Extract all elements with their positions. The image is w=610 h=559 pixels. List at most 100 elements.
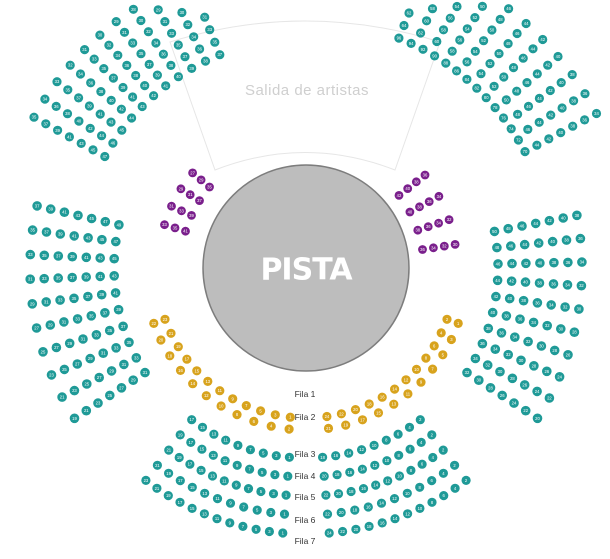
seat-lower-right-side-row3-28[interactable]: 28 [485, 383, 496, 393]
seat-purple-right-row3-38[interactable]: 38 [411, 177, 421, 187]
seat-lower-left-side-row5-39[interactable]: 39 [55, 229, 66, 239]
seat-circle[interactable] [358, 484, 369, 494]
seat-lower-right-front-row4-20[interactable]: 20 [336, 507, 346, 518]
seat-lower-left-side-row2-43[interactable]: 43 [95, 253, 105, 263]
seat-purple-right-row3-34[interactable]: 34 [434, 218, 443, 228]
seat-circle[interactable] [182, 354, 192, 364]
seat-circle[interactable] [411, 364, 422, 374]
seat-circle[interactable] [285, 412, 295, 422]
seat-circle[interactable] [105, 390, 115, 401]
seat-lower-right-side-row6-32[interactable]: 32 [560, 302, 570, 312]
seat-lower-right-front-row5-14[interactable]: 14 [390, 514, 400, 524]
seat-lower-left-front-row1-3[interactable]: 3 [271, 451, 281, 461]
seat-lower-left-side-row7-33[interactable]: 33 [25, 249, 36, 260]
seat-upper-left-row7-32[interactable]: 32 [65, 60, 75, 70]
seat-upper-left-row2-38[interactable]: 38 [166, 60, 176, 70]
seat-circle[interactable] [187, 503, 197, 513]
seat-circle[interactable] [137, 101, 147, 112]
seat-upper-left-row3-33[interactable]: 33 [205, 25, 215, 35]
seat-lower-right-front-row5-18[interactable]: 18 [364, 521, 374, 532]
seat-purple-left-row1-41[interactable]: 41 [181, 226, 190, 236]
seat-upper-right-row1-90[interactable]: 90 [430, 51, 440, 61]
seat-circle[interactable] [245, 445, 255, 455]
seat-circle[interactable] [89, 54, 99, 64]
seat-lower-left-front-row2-9[interactable]: 9 [232, 460, 242, 470]
seat-circle[interactable] [394, 450, 404, 460]
seat-circle[interactable] [233, 440, 243, 450]
seat-lower-right-side-row6-40[interactable]: 40 [558, 213, 568, 223]
seat-circle[interactable] [532, 413, 543, 424]
seat-circle[interactable] [394, 33, 404, 43]
seat-lower-right-side-row3-40[interactable]: 40 [520, 277, 531, 287]
seat-circle[interactable] [350, 405, 361, 415]
seat-circle[interactable] [520, 277, 531, 287]
seat-upper-right-row1-88[interactable]: 88 [441, 58, 451, 68]
seat-upper-right-row5-44[interactable]: 44 [532, 69, 542, 79]
seat-lower-left-side-row6-27[interactable]: 27 [51, 342, 62, 353]
seat-lower-right-side-row7-20[interactable]: 20 [532, 413, 543, 424]
seat-upper-right-row6-44[interactable]: 44 [528, 44, 538, 54]
seat-circle[interactable] [187, 63, 197, 73]
seat-gold-left-row2-16[interactable]: 16 [175, 365, 186, 375]
seat-lower-left-side-row1-37[interactable]: 37 [118, 321, 128, 332]
seat-lower-right-front-row5-4[interactable]: 4 [450, 483, 460, 493]
seat-circle[interactable] [553, 51, 563, 62]
seat-circle[interactable] [84, 101, 94, 111]
seat-upper-right-row4-44[interactable]: 44 [534, 93, 545, 103]
seat-circle[interactable] [271, 451, 281, 461]
seat-lower-right-side-row1-38[interactable]: 38 [483, 323, 494, 334]
seat-lower-left-front-row2-1[interactable]: 1 [283, 471, 293, 481]
seat-circle[interactable] [99, 64, 109, 74]
seat-lower-right-side-row2-40[interactable]: 40 [504, 293, 515, 304]
seat-purple-right-row4-32[interactable]: 32 [444, 215, 454, 225]
seat-circle[interactable] [25, 274, 35, 285]
seat-lower-right-side-row1-34[interactable]: 34 [470, 353, 481, 364]
seat-circle[interactable] [415, 503, 425, 513]
seat-gold-left-row1-1[interactable]: 1 [285, 412, 295, 422]
seat-lower-right-side-row7-30[interactable]: 30 [574, 304, 584, 314]
seat-purple-left-row3-27[interactable]: 27 [188, 168, 198, 178]
seat-circle[interactable] [561, 235, 572, 245]
seat-circle[interactable] [516, 355, 526, 366]
seat-circle[interactable] [548, 279, 559, 289]
seat-upper-right-row2-54[interactable]: 54 [476, 69, 486, 79]
seat-circle[interactable] [149, 91, 159, 101]
seat-circle[interactable] [238, 521, 248, 532]
seat-circle[interactable] [97, 131, 107, 141]
seat-circle[interactable] [530, 218, 541, 229]
seat-lower-right-front-row4-6[interactable]: 6 [427, 476, 437, 486]
seat-lower-left-side-row6-21[interactable]: 21 [81, 405, 92, 416]
seat-circle[interactable] [420, 170, 430, 180]
seat-lower-left-side-row3-45[interactable]: 45 [86, 213, 97, 224]
seat-circle[interactable] [93, 398, 103, 408]
seat-circle[interactable] [176, 184, 186, 194]
seat-circle[interactable] [403, 184, 413, 194]
seat-circle[interactable] [498, 113, 509, 123]
seat-circle[interactable] [219, 476, 229, 486]
seat-gold-left-row1-21[interactable]: 21 [166, 328, 176, 338]
seat-circle[interactable] [558, 213, 568, 223]
seat-lower-right-front-row5-6[interactable]: 6 [439, 491, 449, 501]
seat-upper-right-row5-40[interactable]: 40 [557, 103, 567, 113]
seat-circle[interactable] [503, 223, 513, 234]
seat-purple-left-row1-39[interactable]: 39 [187, 211, 196, 220]
seat-circle[interactable] [189, 32, 199, 42]
seat-circle[interactable] [494, 49, 504, 59]
seat-circle[interactable] [215, 386, 225, 396]
seat-lower-right-front-row5-12[interactable]: 12 [403, 509, 413, 519]
seat-lower-left-front-row3-9[interactable]: 9 [231, 480, 241, 490]
seat-circle[interactable] [542, 366, 552, 377]
seat-circle[interactable] [350, 505, 360, 515]
seat-lower-left-front-row4-11[interactable]: 11 [212, 494, 223, 504]
seat-lower-right-front-row1-16[interactable]: 16 [331, 451, 341, 461]
seat-circle[interactable] [572, 210, 582, 221]
seat-lower-left-front-row2-5[interactable]: 5 [257, 467, 267, 477]
seat-circle[interactable] [95, 109, 105, 119]
seat-circle[interactable] [470, 46, 480, 56]
seat-lower-left-side-row6-33[interactable]: 33 [39, 273, 49, 284]
seat-circle[interactable] [111, 17, 121, 27]
seat-circle[interactable] [55, 229, 66, 239]
seat-lower-right-side-row1-44[interactable]: 44 [492, 275, 503, 286]
seat-lower-right-side-row6-22[interactable]: 22 [520, 405, 531, 416]
seat-lower-right-side-row4-36[interactable]: 36 [532, 298, 543, 308]
